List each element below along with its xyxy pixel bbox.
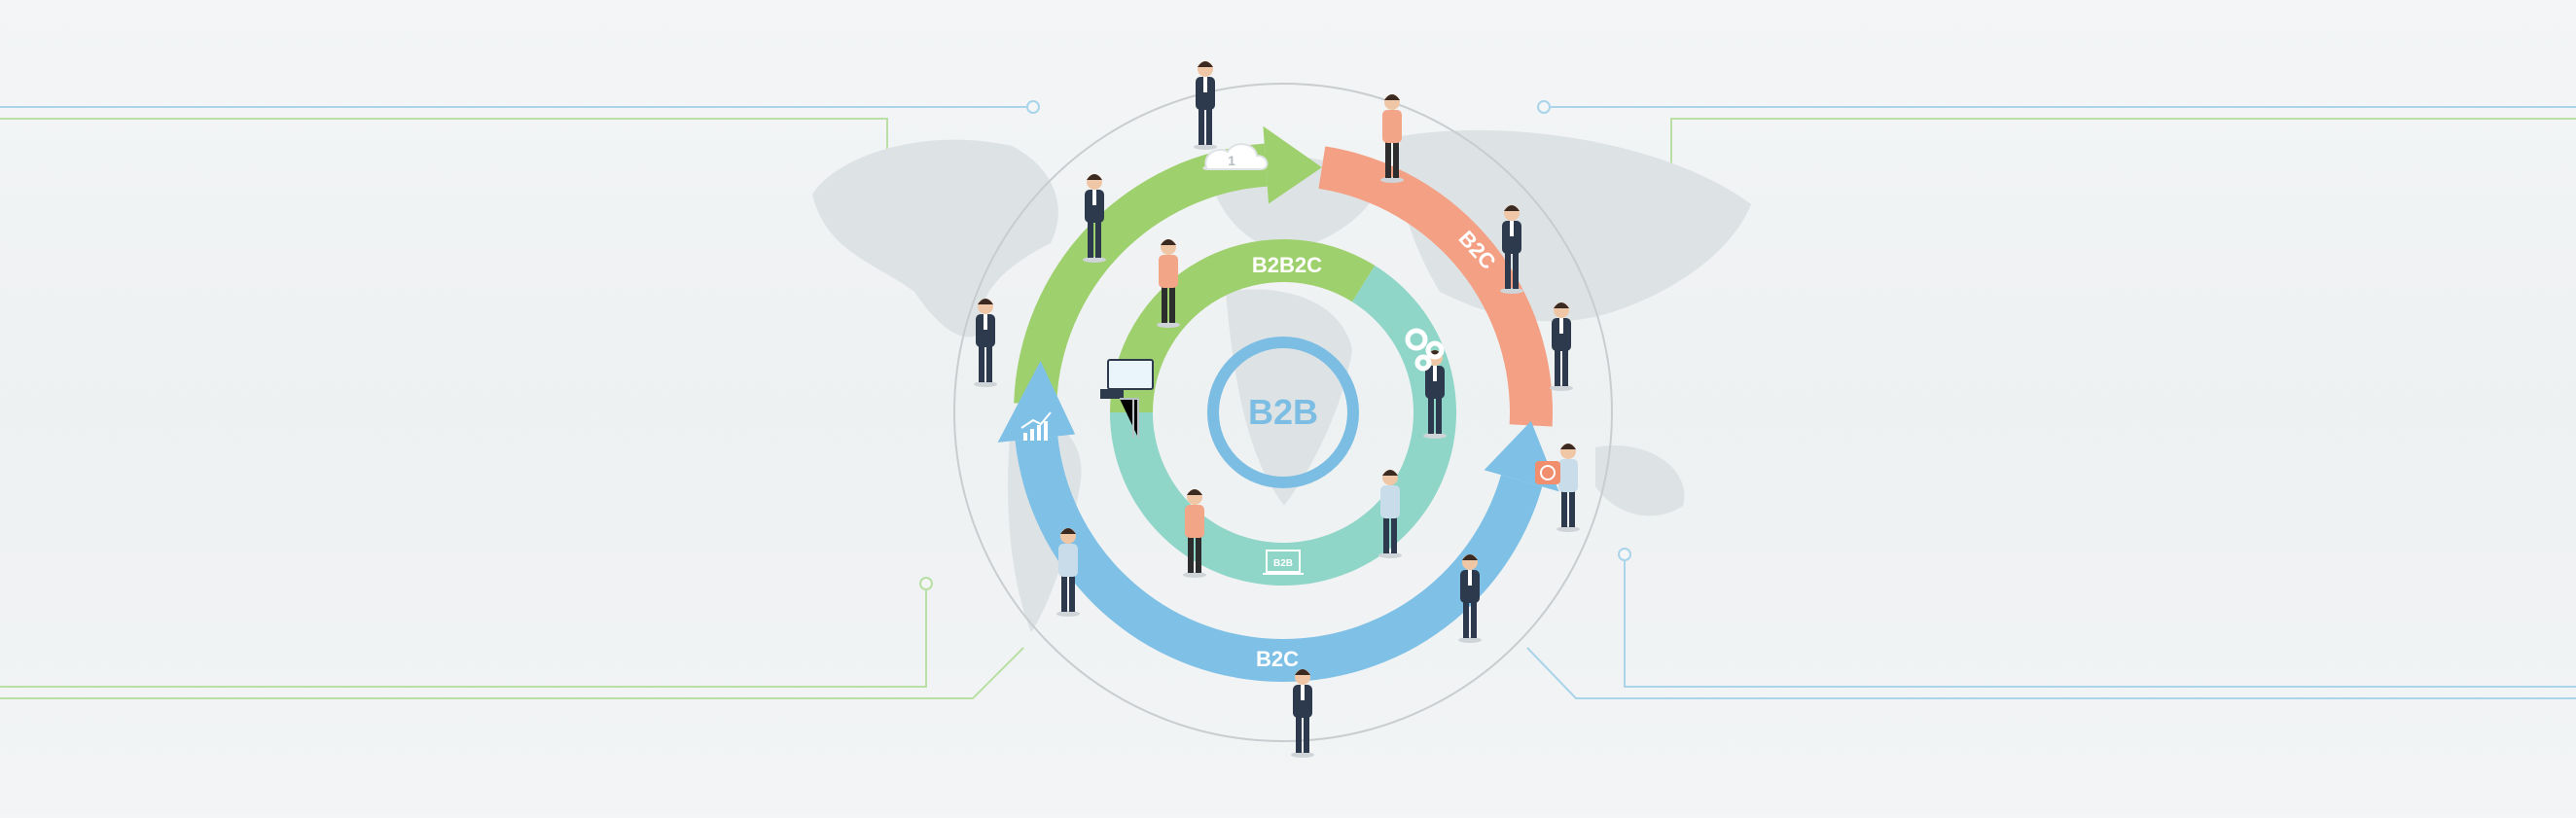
circuit-node: [1618, 548, 1631, 561]
circuit-line: [0, 589, 927, 688]
circuit-line: [0, 647, 1024, 699]
laptop-icon: B2B: [1263, 550, 1304, 575]
circuit-line: [1526, 647, 2576, 699]
person-figure: [1194, 61, 1217, 150]
pie-chart-badge-icon: [1535, 461, 1560, 484]
blue-arrow-head-left: [997, 360, 1076, 443]
person-figure: [1157, 239, 1180, 328]
cloud-icon: 1: [1202, 143, 1269, 170]
gears-icon: [1405, 328, 1445, 372]
person-figure: [1083, 174, 1106, 263]
circuit-node: [1537, 100, 1551, 114]
center-label-b2b: B2B: [1248, 392, 1318, 432]
b2b-center-ring: [1207, 337, 1359, 488]
circuit-node: [1026, 100, 1040, 114]
inner-ring-label-b2b2c: B2B2C: [1252, 253, 1322, 277]
person-figure: [1291, 669, 1314, 758]
people: [974, 61, 1580, 758]
circuit-line: [1670, 118, 2576, 224]
outer-arc-blue: [1015, 436, 1543, 683]
circuit-line: [0, 118, 888, 233]
outer-boundary-circle: [953, 83, 1613, 742]
person-figure: [1380, 94, 1404, 183]
person-figure: [1556, 444, 1580, 532]
circuit-line: [1624, 560, 2576, 688]
growth-chart-icon: [1020, 411, 1052, 441]
green-arrow-head: [1263, 125, 1322, 204]
laptop-dashboard-icon: [1100, 359, 1154, 438]
person-figure: [974, 299, 997, 387]
circuit-node: [919, 577, 933, 590]
person-figure: [1183, 489, 1206, 578]
person-figure: [1378, 470, 1402, 558]
person-figure: [1550, 302, 1573, 391]
person-figure: [1458, 554, 1482, 643]
outer-arc-label-b2c-blue: B2C: [1256, 647, 1299, 671]
cloud-label: 1: [1228, 153, 1235, 168]
person-figure: [1500, 205, 1523, 294]
laptop-screen-label: B2B: [1273, 558, 1293, 569]
person-figure: [1056, 528, 1080, 617]
